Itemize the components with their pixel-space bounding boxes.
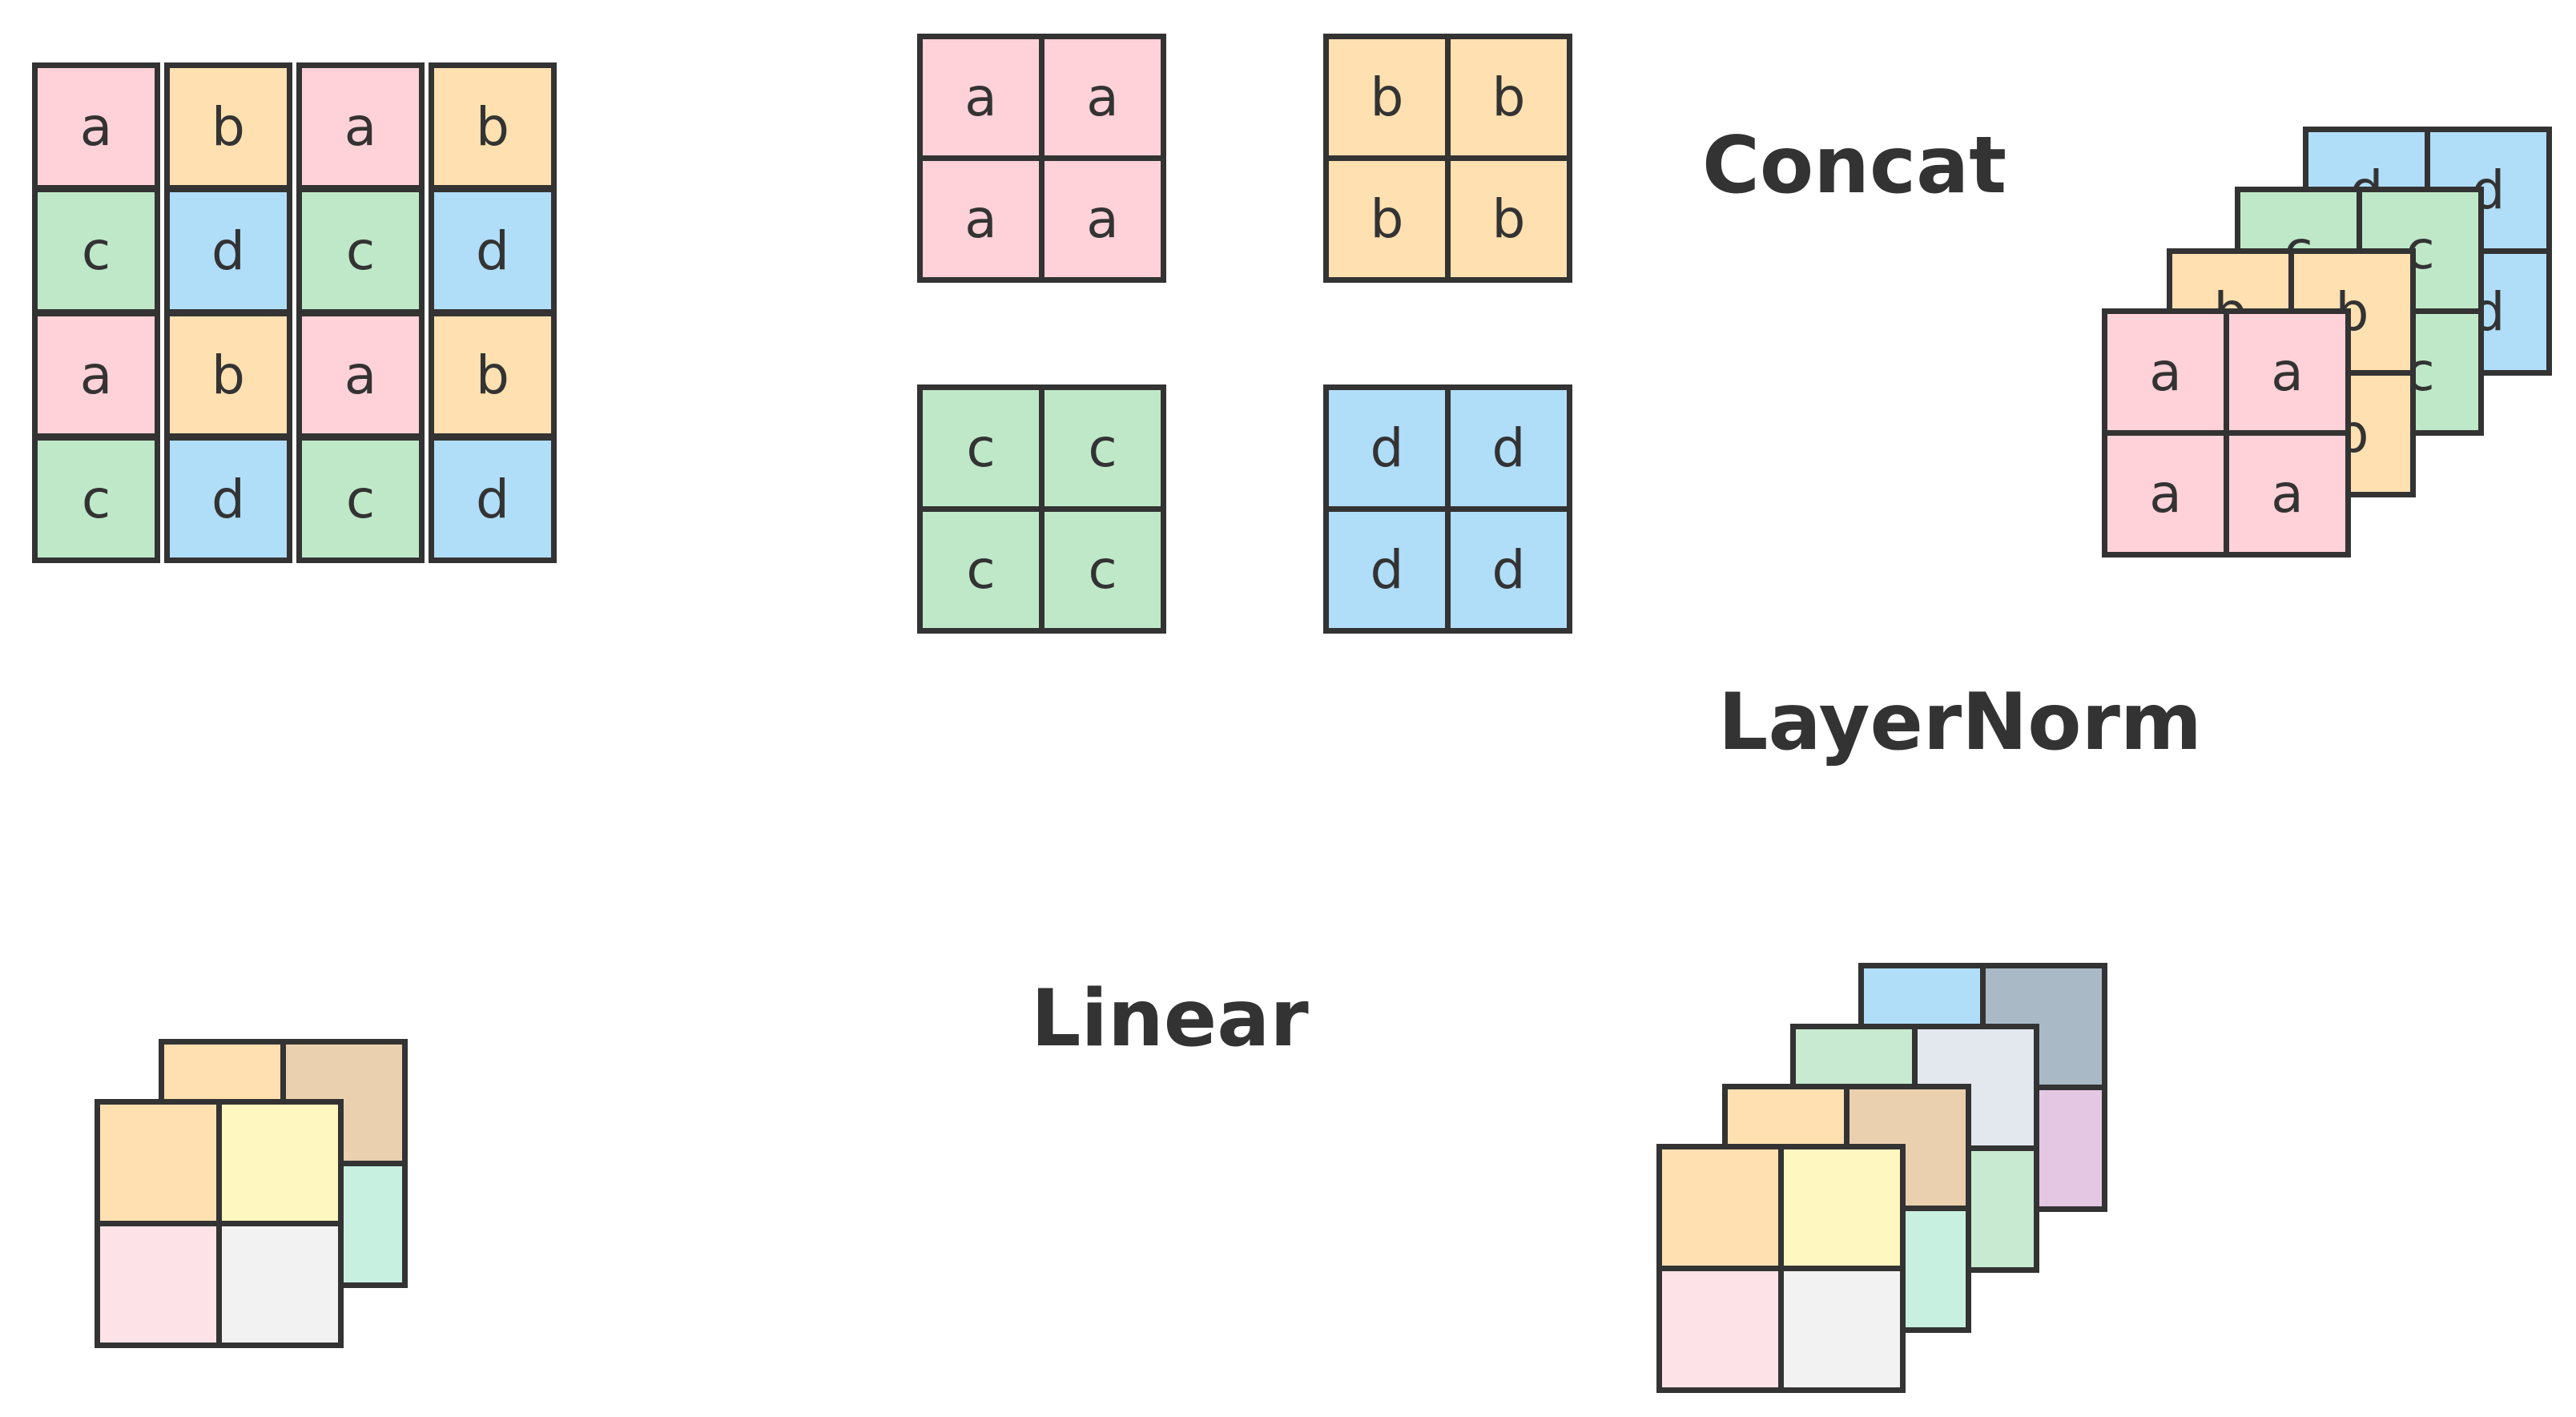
cell-b: b	[1323, 155, 1451, 283]
cell-d: d	[1445, 506, 1572, 634]
cell-d: d	[1445, 384, 1572, 512]
cell-a: a	[917, 34, 1044, 161]
cell-yellow	[216, 1099, 344, 1226]
input-cell-c: c	[32, 187, 160, 315]
linear-layer-1	[95, 1099, 344, 1348]
cell-gray_light	[216, 1221, 344, 1348]
layernorm-label: LayerNorm	[1718, 677, 2203, 768]
cell-pink_light	[95, 1221, 222, 1348]
input-cell-b: b	[164, 62, 292, 191]
input-cell-c: c	[32, 435, 160, 563]
cell-a: a	[1039, 34, 1166, 161]
linear-label: Linear	[1031, 973, 1309, 1065]
cell-c: c	[917, 384, 1044, 512]
cell-c: c	[1039, 506, 1166, 634]
concat-label: Concat	[1702, 120, 2007, 211]
input-cell-c: c	[296, 187, 425, 315]
input-cell-a: a	[296, 62, 425, 191]
cell-pink_light	[1656, 1266, 1784, 1393]
cell-c: c	[1039, 384, 1166, 512]
input-cell-c: c	[296, 435, 425, 563]
cell-a: a	[2224, 430, 2351, 558]
cell-a: a	[1039, 155, 1166, 283]
cell-d: d	[1323, 384, 1451, 512]
input-cell-d: d	[164, 435, 292, 563]
cell-a: a	[2102, 308, 2229, 436]
cell-b: b	[1445, 34, 1572, 161]
input-cell-d: d	[164, 187, 292, 315]
cell-a: a	[917, 155, 1044, 283]
cell-gray_light	[1778, 1266, 1906, 1393]
cell-a: a	[2102, 430, 2229, 558]
cell-d: d	[1323, 506, 1451, 634]
layernorm-layer-3	[1656, 1144, 1906, 1393]
cell-b: b	[1445, 155, 1572, 283]
input-cell-a: a	[32, 62, 160, 191]
cell-orange	[1656, 1144, 1784, 1271]
input-cell-a: a	[296, 311, 425, 439]
cell-c: c	[917, 506, 1044, 634]
input-cell-b: b	[164, 311, 292, 439]
cell-a: a	[2224, 308, 2351, 436]
input-cell-d: d	[429, 187, 557, 315]
cell-b: b	[1323, 34, 1451, 161]
cell-orange	[95, 1099, 222, 1226]
cell-yellow	[1778, 1144, 1906, 1271]
input-cell-b: b	[429, 62, 557, 191]
input-cell-b: b	[429, 311, 557, 439]
input-cell-a: a	[32, 311, 160, 439]
input-cell-d: d	[429, 435, 557, 563]
